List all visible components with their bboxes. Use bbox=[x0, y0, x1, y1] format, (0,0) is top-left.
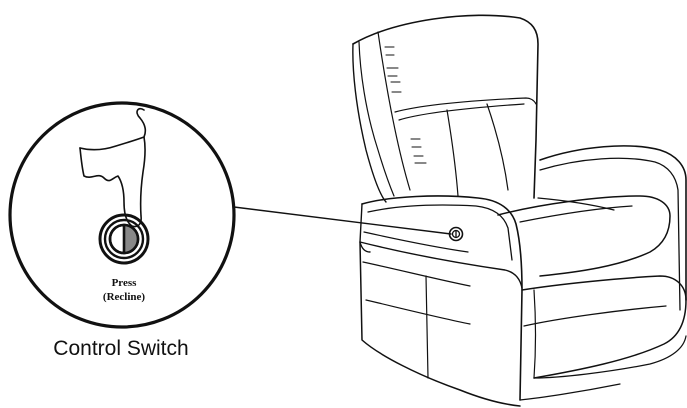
press-sub-label: (Recline) bbox=[103, 291, 145, 303]
finger-pressing-icon bbox=[80, 109, 145, 227]
press-label: Press bbox=[112, 277, 138, 289]
recliner-chair bbox=[353, 15, 686, 406]
switch-pressed-half bbox=[124, 225, 138, 253]
stitch-marks bbox=[385, 47, 426, 163]
leader-line bbox=[234, 207, 451, 234]
round-control-switch-icon bbox=[100, 215, 148, 263]
footrest bbox=[522, 276, 686, 378]
backrest bbox=[353, 15, 538, 198]
callout-magnifier: Press (Recline) bbox=[10, 103, 234, 327]
control-switch-caption: Control Switch bbox=[53, 337, 188, 360]
seat-cushion bbox=[498, 196, 670, 276]
